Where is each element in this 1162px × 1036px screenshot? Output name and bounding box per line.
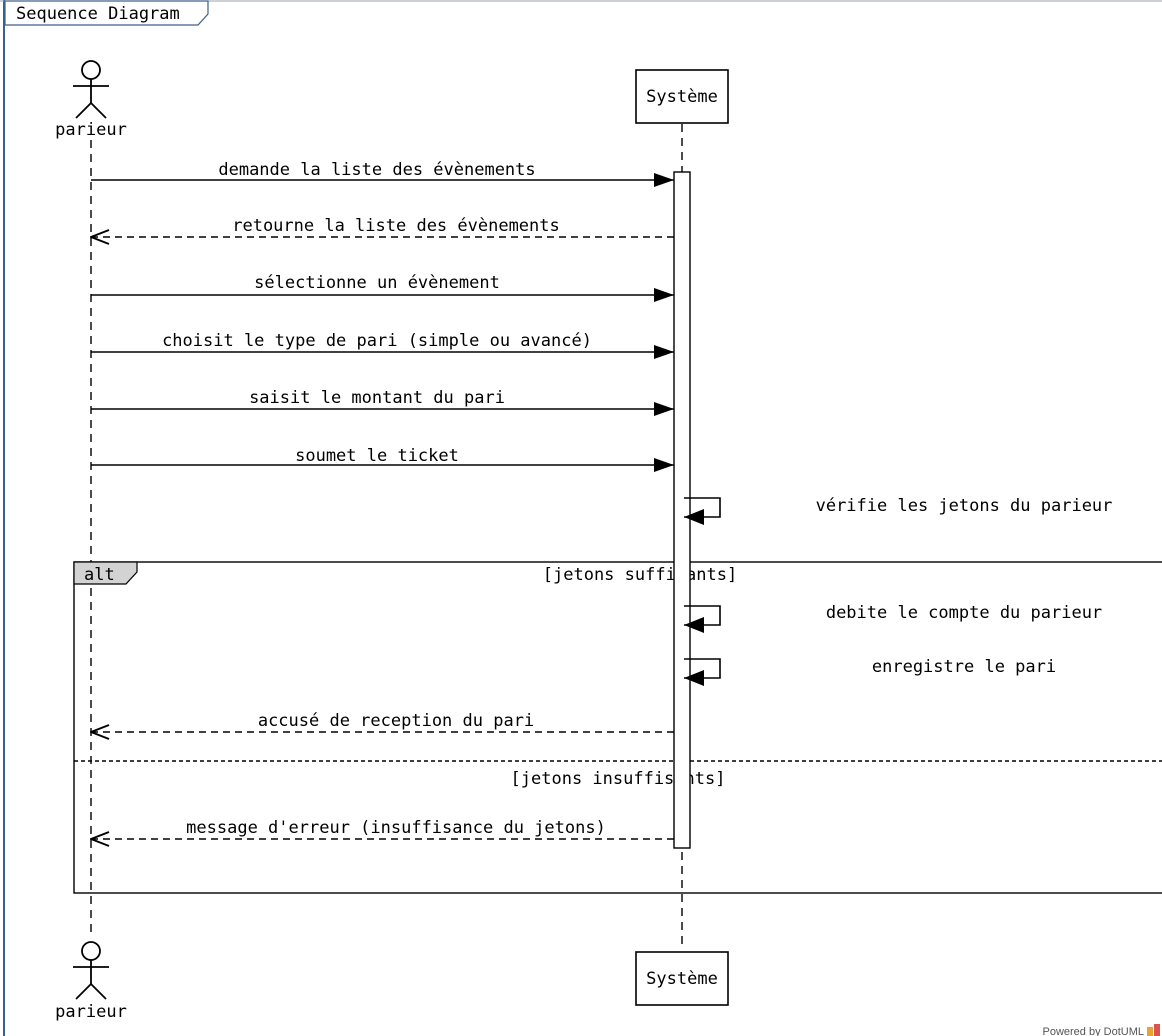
- message-request-events: demande la liste des évènements: [91, 160, 674, 187]
- message-submit-ticket: soumet le ticket: [91, 446, 674, 472]
- message-return-events: retourne la liste des évènements: [91, 216, 674, 237]
- system-activation-bar: [673, 171, 691, 849]
- dotuml-logo-icon: [1147, 1024, 1160, 1036]
- alt-guard-insufficient: [jetons insuffisants]: [511, 769, 726, 789]
- self-message-check-tokens: vérifie les jetons du parieur: [684, 496, 1112, 525]
- actor-label-top: parieur: [55, 120, 127, 140]
- message-label: saisit le montant du pari: [249, 388, 505, 408]
- system-label-top: Système: [646, 87, 718, 107]
- alt-operator-label: alt: [84, 565, 115, 585]
- message-error-insufficient-tokens: message d'erreur (insuffisance du jetons…: [91, 818, 674, 839]
- message-label: demande la liste des évènements: [218, 160, 535, 180]
- actor-stick-figure-icon: [73, 941, 109, 1000]
- powered-by-text: Powered by DotUML: [1043, 1026, 1145, 1036]
- self-message-debit-account: debite le compte du parieur: [684, 603, 1102, 633]
- message-label: vérifie les jetons du parieur: [816, 496, 1113, 516]
- actor-label-bottom: parieur: [55, 1002, 127, 1022]
- system-label-bottom: Système: [646, 969, 718, 989]
- message-label: message d'erreur (insuffisance du jetons…: [186, 818, 606, 838]
- actor-top: parieur: [55, 60, 127, 140]
- message-label: debite le compte du parieur: [826, 603, 1102, 623]
- powered-by-footer: Powered by DotUML: [1043, 1024, 1160, 1036]
- message-label: soumet le ticket: [295, 446, 459, 466]
- message-label: choisit le type de pari (simple ou avanc…: [162, 331, 592, 351]
- message-bet-acknowledgement: accusé de reception du pari: [91, 711, 674, 732]
- self-message-record-bet: enregistre le pari: [684, 657, 1056, 686]
- frame-title: Sequence Diagram: [16, 4, 180, 24]
- alt-operator-tab: [73, 561, 138, 585]
- message-label: accusé de reception du pari: [258, 711, 534, 731]
- alt-guard-sufficient: [jetons suffisants]: [543, 565, 737, 585]
- actor-bottom: parieur: [55, 941, 127, 1022]
- actor-stick-figure-icon: [73, 60, 109, 119]
- frame-title-tab: Sequence Diagram: [4, 0, 209, 26]
- message-label: sélectionne un évènement: [254, 273, 500, 293]
- message-label: enregistre le pari: [872, 657, 1056, 677]
- message-choose-bet-type: choisit le type de pari (simple ou avanc…: [91, 331, 674, 359]
- message-label: retourne la liste des évènements: [232, 216, 560, 236]
- message-enter-amount: saisit le montant du pari: [91, 388, 674, 416]
- message-select-event: sélectionne un évènement: [91, 273, 674, 302]
- alt-fragment-box: [73, 561, 1162, 894]
- system-participant-top: Système: [635, 69, 729, 124]
- system-participant-bottom: Système: [635, 951, 729, 1006]
